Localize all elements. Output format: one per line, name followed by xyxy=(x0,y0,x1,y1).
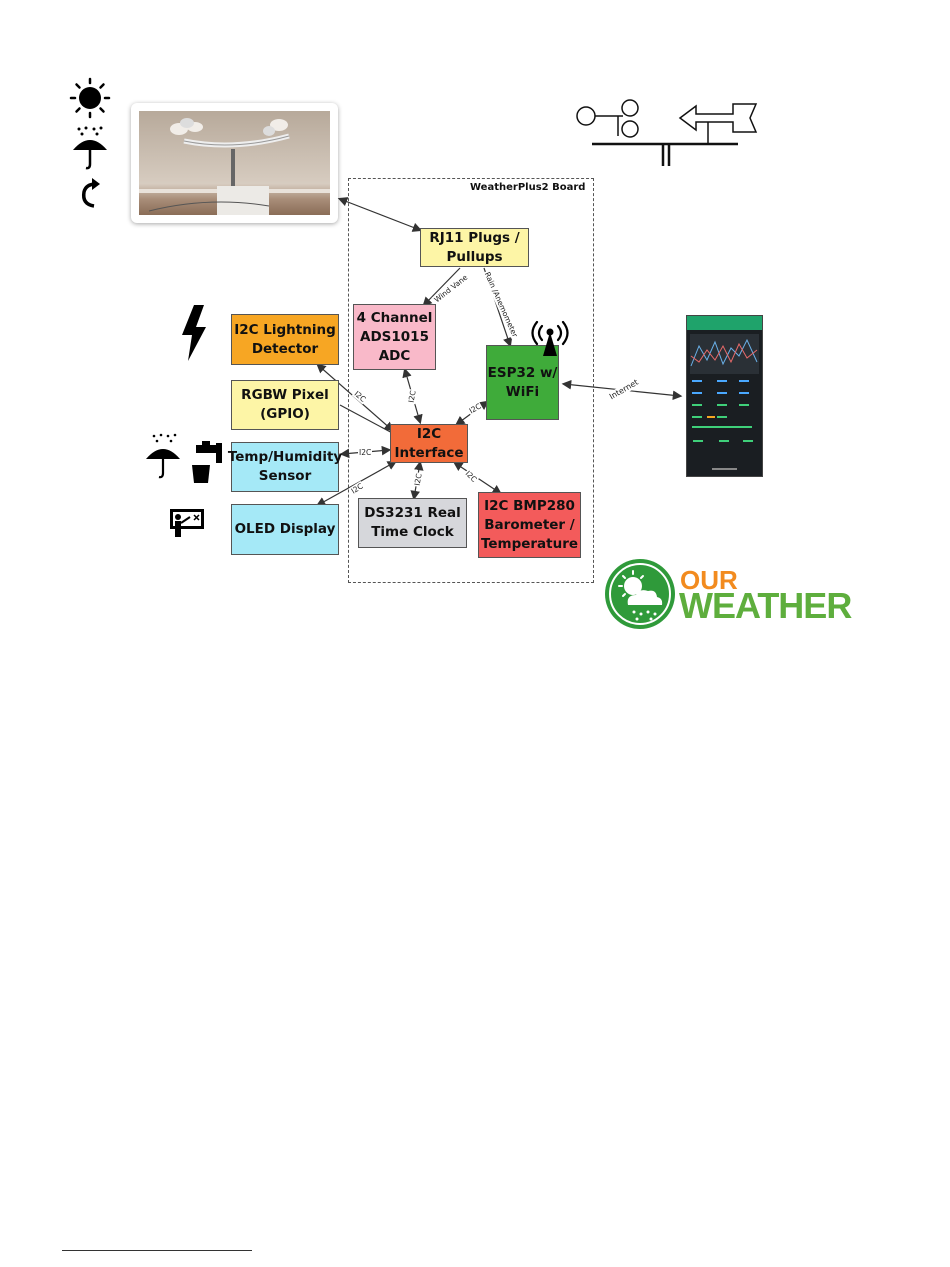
presenter-display-icon xyxy=(168,507,206,539)
lightning-detector-block: I2C Lightning Detector xyxy=(231,314,339,365)
phone-app-screenshot xyxy=(686,315,763,477)
i2c-interface-block: I2C Interface xyxy=(390,424,468,463)
umbrella-faucet-glass-icon xyxy=(144,433,224,483)
temp-humidity-block: Temp/Humidity Sensor xyxy=(231,442,339,492)
radio-antenna-icon xyxy=(530,318,570,356)
weather-cloud-sun-logo-icon xyxy=(604,558,676,630)
lightning-bolt-icon xyxy=(180,305,210,363)
i2c-label-temp: I2C xyxy=(358,448,372,457)
rj11-plugs-block: RJ11 Plugs / Pullups xyxy=(420,228,529,267)
rtc-block: DS3231 Real Time Clock xyxy=(358,498,467,548)
bmp280-block: I2C BMP280 Barometer / Temperature xyxy=(478,492,581,558)
photo-to-rj11-link xyxy=(340,199,420,230)
phone-app-drawing xyxy=(687,316,762,476)
oled-display-block: OLED Display xyxy=(231,504,339,555)
esp32-block: ESP32 w/ WiFi xyxy=(486,345,559,420)
adc-block: 4 Channel ADS1015 ADC xyxy=(353,304,436,370)
logo-line-weather: WEATHER xyxy=(679,585,851,627)
rgbw-pixel-block: RGBW Pixel (GPIO) xyxy=(231,380,339,430)
footnote-separator xyxy=(62,1250,252,1251)
